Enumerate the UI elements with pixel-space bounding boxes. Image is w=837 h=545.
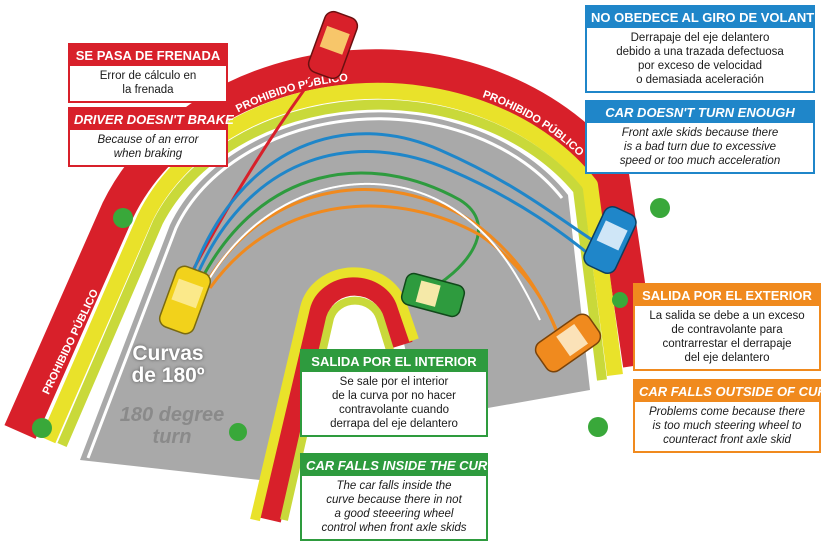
tree	[612, 292, 628, 308]
curve-title: Curvas de 180º	[131, 342, 205, 387]
inner-kerb	[259, 273, 413, 523]
inside-title-en: CAR FALLS INSIDE THE CURVE	[302, 455, 505, 476]
understeer-info-en: CAR DOESN'T TURN ENOUGH Front axle skids…	[585, 100, 815, 174]
outside-text-en: Problems come because there is too much …	[649, 406, 805, 446]
blue-trajectory-1	[188, 132, 601, 281]
understeer-text-en: Front axle skids because there is a bad …	[619, 127, 781, 167]
understeer-title-es: NO OBEDECE AL GIRO DE VOLANTE	[587, 7, 823, 28]
tree	[32, 418, 52, 438]
braking-info-es: SE PASA DE FRENADA Error de cálculo en l…	[68, 43, 228, 103]
understeer-info-es: NO OBEDECE AL GIRO DE VOLANTE Derrapaje …	[585, 5, 823, 93]
braking-text-en: Because of an error when braking	[97, 134, 199, 160]
red-car	[307, 10, 359, 80]
outside-info-es: SALIDA POR EL EXTERIOR La salida se debe…	[633, 283, 821, 371]
braking-title-es: SE PASA DE FRENADA	[70, 45, 226, 66]
understeer-title-en: CAR DOESN'T TURN ENOUGH	[587, 102, 813, 123]
outside-title-es: SALIDA POR EL EXTERIOR	[635, 285, 819, 306]
yellow-car	[158, 265, 212, 335]
green-trajectory	[198, 171, 480, 297]
tree	[229, 423, 247, 441]
orange-car	[534, 313, 602, 373]
understeer-text-es: Derrapaje del eje delantero debido a una…	[616, 32, 784, 86]
inner-grass	[280, 296, 394, 521]
braking-info-en: DRIVER DOESN'T BRAKE Because of an error…	[68, 107, 234, 167]
blue-trajectory-2	[193, 150, 591, 281]
tree	[588, 417, 608, 437]
braking-text-es: Error de cálculo en la frenada	[99, 70, 197, 96]
inner-kerb-yellow	[250, 267, 419, 522]
braking-title-en: DRIVER DOESN'T BRAKE	[70, 109, 234, 130]
green-car	[400, 272, 466, 318]
inside-title-es: SALIDA POR EL INTERIOR	[302, 351, 486, 372]
tree	[650, 198, 670, 218]
inside-text-es: Se sale por el interior de la curva por …	[330, 376, 458, 430]
curve-subtitle: 180 degree turn	[119, 404, 225, 448]
blue-car	[583, 206, 637, 274]
inside-info-es: SALIDA POR EL INTERIOR Se sale por el in…	[300, 349, 488, 437]
road-edge-line	[86, 117, 564, 459]
orange-trajectory-2	[208, 204, 564, 346]
inside-text-en: The car falls inside the curve because t…	[321, 480, 467, 534]
inside-info-en: CAR FALLS INSIDE THE CURVE The car falls…	[300, 453, 505, 541]
outside-info-en: CAR FALLS OUTSIDE OF CURVE Problems come…	[633, 379, 837, 453]
outside-title-en: CAR FALLS OUTSIDE OF CURVE	[635, 381, 837, 402]
outside-text-es: La salida se debe a un exceso de contrav…	[649, 310, 805, 364]
outer-grass	[57, 99, 607, 447]
white-trajectory	[204, 183, 541, 321]
tree	[113, 208, 133, 228]
